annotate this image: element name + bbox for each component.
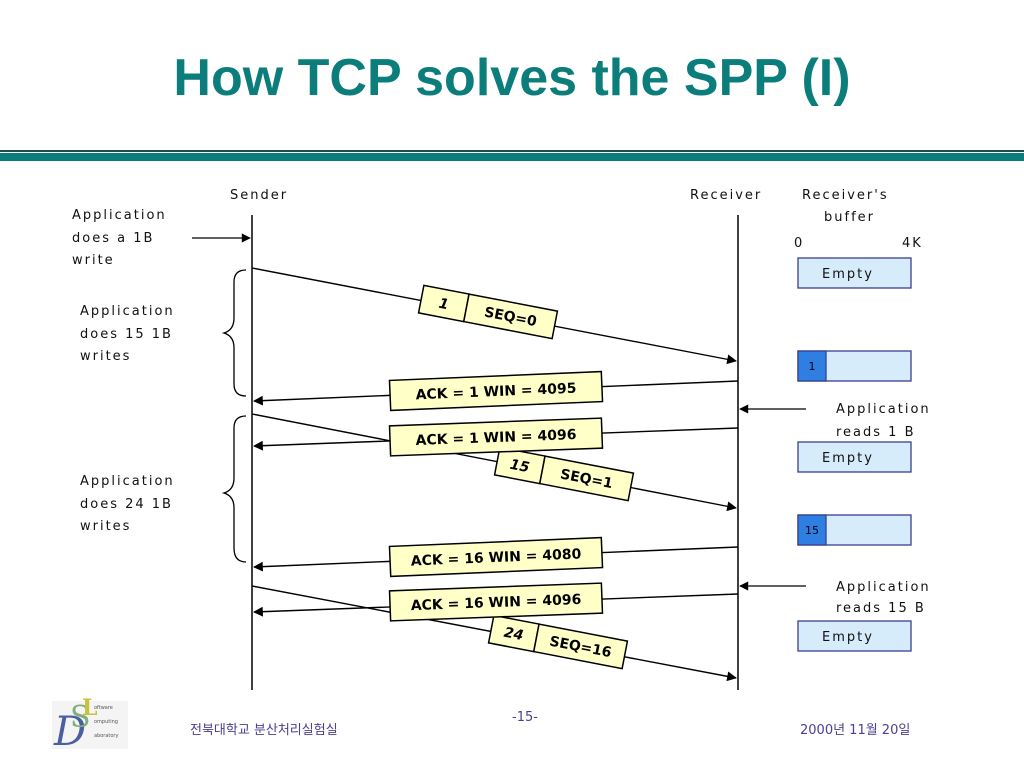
brace-15-writes — [221, 269, 247, 397]
data-packet-2: 15 SEQ=1 — [493, 446, 635, 502]
receiver-note-2-line1: Application — [836, 580, 931, 595]
ack-packet-1: ACK = 1 WIN = 4095 — [388, 370, 604, 412]
footer-lab-name: 전북대학교 분산처리실험실 — [190, 723, 338, 738]
sender-note-1-line2: does a 1B — [72, 231, 154, 246]
ack-packet-3-text: ACK = 16 WIN = 4080 — [410, 546, 581, 569]
svg-text:S: S — [70, 700, 91, 735]
ack-packet-4: ACK = 16 WIN = 4096 — [388, 582, 604, 622]
data-packet-1: 1 SEQ=0 — [417, 284, 559, 340]
ack-packet-1-text: ACK = 1 WIN = 4095 — [415, 381, 576, 404]
receiver-note-1-line1: Application — [836, 402, 931, 417]
buffer-state-5-text: Empty — [822, 630, 874, 645]
ack-packet-4-text: ACK = 16 WIN = 4096 — [410, 592, 581, 614]
sender-note-3-line2: does 24 1B — [80, 497, 173, 512]
ack-packet-2-text: ACK = 1 WIN = 4096 — [415, 427, 576, 449]
buffer-min: 0 — [794, 236, 804, 251]
data-packet-3-count: 24 — [503, 625, 525, 644]
receiver-note-1-line2: reads 1 B — [836, 425, 916, 440]
logo-text-3: aboratory — [94, 733, 118, 739]
lab-logo: D S L oftware omputing aboratory — [52, 695, 128, 751]
buffer-state-4: 15 — [797, 514, 912, 546]
page-number: -15- — [512, 710, 538, 725]
title-rule-thick — [0, 153, 1024, 161]
buffer-state-1: Empty — [797, 257, 912, 289]
title-rule-thin — [0, 150, 1024, 152]
ack-packet-2: ACK = 1 WIN = 4096 — [388, 417, 604, 457]
sender-note-1-line3: write — [72, 253, 115, 268]
sender-note-3-line3: writes — [80, 519, 131, 534]
buffer-state-5: Empty — [797, 620, 912, 652]
sender-label: Sender — [230, 188, 288, 203]
buffer-state-4-text: 15 — [805, 524, 819, 537]
buffer-state-2: 1 — [797, 350, 912, 382]
sender-note-3-line1: Application — [80, 474, 175, 489]
svg-text:D: D — [53, 709, 86, 751]
buffer-label-line1: Receiver's — [802, 188, 889, 203]
footer-date: 2000년 11월 20일 — [800, 723, 911, 738]
sender-note-2-line2: does 15 1B — [80, 327, 173, 342]
buffer-state-3-text: Empty — [822, 451, 874, 466]
data-packet-1-count: 1 — [437, 296, 450, 314]
slide-title: How TCP solves the SPP (I) — [173, 49, 851, 107]
buffer-state-3: Empty — [797, 441, 912, 473]
message-arrow-4 — [251, 413, 737, 512]
receiver-label: Receiver — [690, 188, 762, 203]
buffer-state-1-text: Empty — [822, 267, 874, 282]
buffer-state-2-used — [797, 350, 827, 382]
buffer-max: 4K — [902, 236, 923, 251]
buffer-state-2-text: 1 — [809, 360, 816, 373]
sender-note-2-line1: Application — [80, 304, 175, 319]
logo-text-2: omputing — [94, 719, 118, 725]
sender-note-1-line1: Application — [72, 208, 167, 223]
ack-packet-3: ACK = 16 WIN = 4080 — [388, 536, 604, 578]
svg-text:L: L — [82, 695, 97, 721]
receiver-note-2-line2: reads 15 B — [836, 601, 926, 616]
buffer-label-line2: buffer — [824, 210, 875, 225]
logo-text-1: oftware — [94, 705, 113, 711]
data-packet-2-count: 15 — [509, 457, 531, 476]
data-packet-3: 24 SEQ=16 — [487, 614, 629, 670]
buffer-state-4-used — [797, 514, 827, 546]
sender-note-2-line3: writes — [80, 349, 131, 364]
brace-24-writes — [221, 415, 247, 563]
